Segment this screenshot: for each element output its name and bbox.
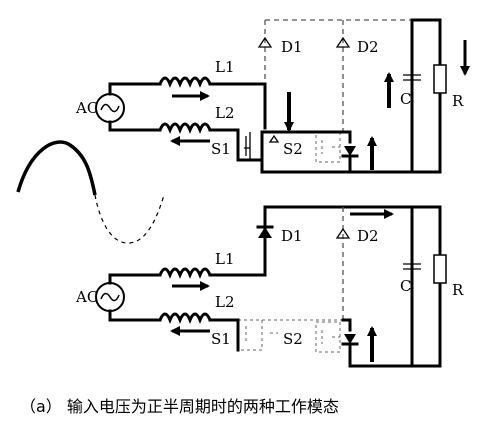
bottom-switch-s2 [315, 321, 341, 353]
bottom-label-r: R [452, 281, 464, 299]
figure-caption: （a） 输入电压为正半周期时的两种工作模态 [20, 397, 339, 416]
top-label-d1: D1 [281, 38, 303, 56]
top-label-l1: L1 [215, 58, 235, 76]
top-inductor-l1 [158, 76, 212, 88]
top-inductor-l2 [158, 122, 212, 134]
bottom-output-loop [263, 205, 442, 368]
bottom-resistor [433, 254, 447, 284]
top-label-r: R [452, 92, 464, 110]
bottom-circuit: D1 D2 C R AC L1 L2 S1 S2 [75, 205, 464, 368]
bottom-diode-d2 [335, 227, 351, 239]
top-switch-s2 [315, 131, 341, 163]
bottom-label-l1: L1 [215, 250, 235, 268]
top-label-s2: S2 [283, 140, 303, 158]
sine-wave [16, 140, 165, 244]
top-diode-d2 [335, 36, 351, 48]
top-label-s1: S1 [211, 140, 231, 158]
bottom-label-d1: D1 [281, 227, 303, 245]
bottom-capacitor [403, 256, 421, 282]
bottom-label-c: C [400, 277, 411, 295]
bottom-inductor-l2 [158, 312, 212, 324]
top-resistor [433, 64, 447, 94]
bottom-label-l2: L2 [215, 293, 235, 311]
bottom-inductor-l1 [158, 267, 212, 279]
bottom-label-s1: S1 [211, 330, 231, 348]
bottom-label-ac: AC [75, 288, 98, 306]
bottom-switch-s1 [237, 319, 278, 351]
top-label-ac: AC [75, 99, 98, 117]
top-label-d2: D2 [357, 38, 379, 56]
bottom-label-d2: D2 [357, 227, 379, 245]
top-diode-d1 [257, 36, 273, 48]
top-label-c: C [400, 90, 411, 108]
top-circuit: D1 D2 C R AC L1 L2 [75, 18, 470, 174]
top-output-loop [410, 18, 442, 174]
top-label-l2: L2 [215, 104, 235, 122]
bottom-label-s2: S2 [283, 330, 303, 348]
top-capacitor [403, 65, 421, 95]
